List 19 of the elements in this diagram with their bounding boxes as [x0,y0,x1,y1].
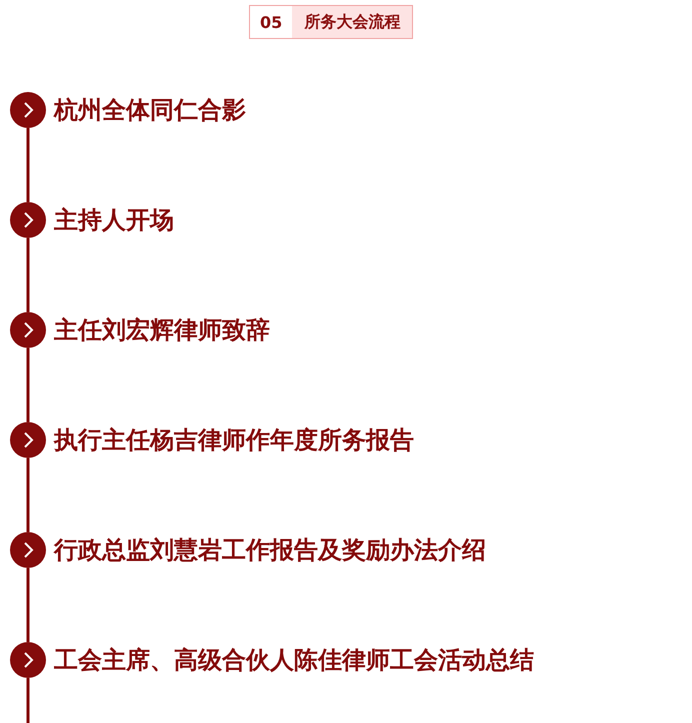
section-title: 所务大会流程 [292,6,412,38]
timeline-line [26,238,30,312]
step-text: 杭州全体同仁合影 [54,95,246,126]
timeline-step [10,532,486,568]
step-text: 行政总监刘慧岩工作报告及奖励办法介绍 [54,535,486,566]
timeline-line [26,128,30,202]
timeline-step [10,92,246,128]
timeline-step [10,642,534,678]
step-text: 工会主席、高级合伙人陈佳律师工会活动总结 [54,645,534,676]
timeline-line [26,678,30,723]
timeline-line [26,568,30,642]
step-text: 执行主任杨吉律师作年度所务报告 [54,425,414,456]
step-text: 主任刘宏辉律师致辞 [54,315,270,346]
step-text: 主持人开场 [54,205,174,236]
timeline-line [26,348,30,422]
timeline-step [10,312,270,348]
timeline-step [10,422,414,458]
timeline-step [10,202,174,238]
timeline-line [26,458,30,532]
